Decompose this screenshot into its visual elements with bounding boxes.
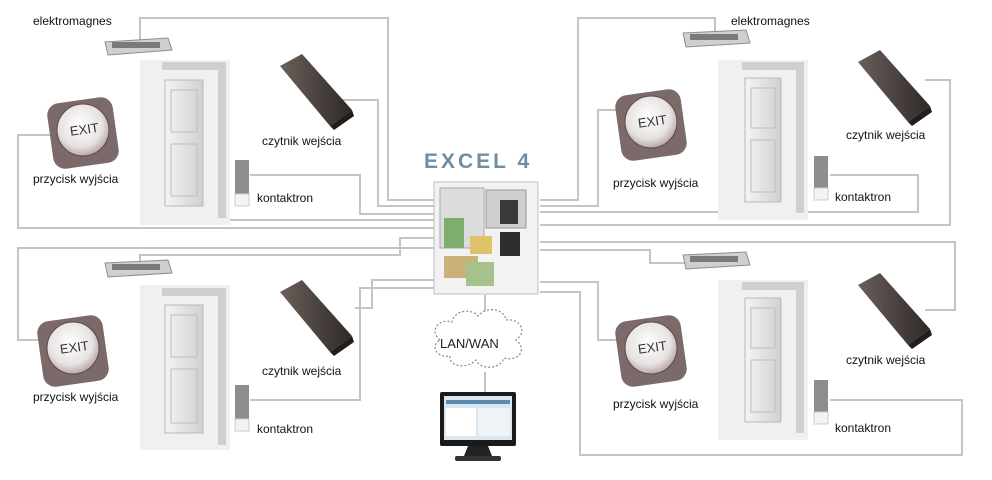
monitor <box>440 392 516 461</box>
label-exit-bottom-left: przycisk wyjścia <box>33 390 119 404</box>
magnet-top-left <box>104 37 173 56</box>
reader-top-left <box>280 54 354 130</box>
reader-bottom-left <box>280 280 354 356</box>
door-bottom-right <box>718 280 808 440</box>
label-reader-bottom-left: czytnik wejścia <box>262 364 342 378</box>
exit-text: EXIT <box>637 338 668 357</box>
contact-top-right <box>813 156 829 201</box>
contact-top-left <box>234 160 250 207</box>
label-contact-bottom-left: kontaktron <box>257 422 314 436</box>
magnet-bottom-left <box>104 259 173 278</box>
label-reader-bottom-right: czytnik wejścia <box>846 353 926 367</box>
label-reader-top-right: czytnik wejścia <box>846 128 926 142</box>
magnet-top-right <box>682 29 751 48</box>
exit-button-top-right: EXIT <box>615 89 687 161</box>
contact-bottom-right <box>813 380 829 425</box>
exit-text: EXIT <box>637 112 668 131</box>
label-magnet-top-right: elektromagnes <box>731 14 810 28</box>
label-exit-bottom-right: przycisk wyjścia <box>613 397 699 411</box>
exit-button-bottom-right: EXIT <box>615 315 687 387</box>
network-cloud <box>434 309 523 368</box>
label-contact-top-right: kontaktron <box>835 190 892 204</box>
exit-button-bottom-left: EXIT <box>37 315 109 387</box>
reader-top-right <box>858 50 932 126</box>
label-exit-top-right: przycisk wyjścia <box>613 176 699 190</box>
door-bottom-left <box>140 285 230 450</box>
door-top-left <box>140 60 230 225</box>
contact-bottom-left <box>234 385 250 432</box>
wires <box>17 17 963 456</box>
label-contact-bottom-right: kontaktron <box>835 421 892 435</box>
door-top-right <box>718 60 808 220</box>
label-exit-top-left: przycisk wyjścia <box>33 172 119 186</box>
reader-bottom-right <box>858 273 932 349</box>
excel4-logo: EXCEL 4 <box>424 150 533 173</box>
label-contact-top-left: kontaktron <box>257 191 314 205</box>
network-label: LAN/WAN <box>440 336 499 351</box>
exit-text: EXIT <box>59 338 90 357</box>
label-magnet-top-left: elektromagnes <box>33 14 112 28</box>
exit-text: EXIT <box>69 120 100 139</box>
label-reader-top-left: czytnik wejścia <box>262 134 342 148</box>
controller-panel <box>433 181 539 295</box>
exit-button-top-left: EXIT <box>47 97 119 169</box>
magnet-bottom-right <box>682 251 751 270</box>
